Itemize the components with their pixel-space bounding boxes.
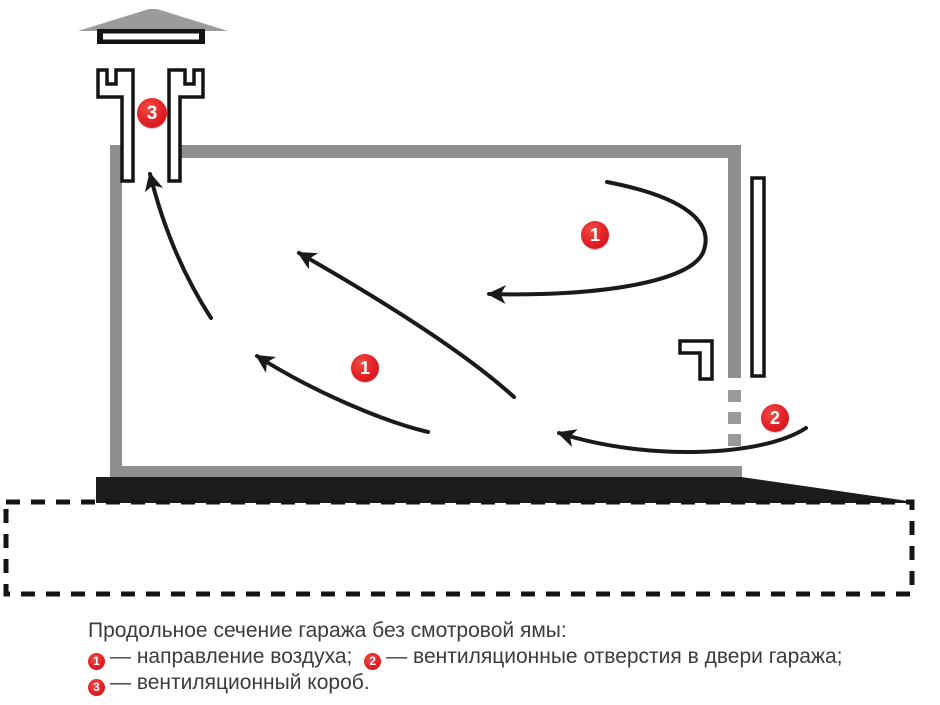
legend-chip-1: 1 xyxy=(88,652,105,670)
legend-text-air-flow: — направление воздуха; xyxy=(110,645,353,668)
airflow-arrow-to-duct xyxy=(144,171,213,320)
legend-text-vent-duct: — вентиляционный короб. xyxy=(110,671,370,694)
airflow-arrow-curl xyxy=(486,180,708,304)
legend-text-door-vents: — вентиляционные отверстия в двери гараж… xyxy=(386,645,843,668)
marker-air-flow: 1 xyxy=(351,354,379,382)
door-vent-hole xyxy=(728,434,741,446)
legend: Продольное сечение гаража без смотровой … xyxy=(88,618,940,696)
marker-air-flow: 1 xyxy=(581,221,609,249)
door-vent-flap xyxy=(678,339,714,381)
legend-title: Продольное сечение гаража без смотровой … xyxy=(88,619,567,642)
airflow-arrow-inlet xyxy=(557,426,808,454)
airflow-arrow-diagonal xyxy=(297,251,516,399)
legend-chip-3: 3 xyxy=(88,678,105,696)
legend-line-2: 3 — вентиляционный короб. xyxy=(88,670,940,696)
garage-ceiling xyxy=(178,145,741,158)
garage-right-wall xyxy=(728,145,741,378)
chimney-cap-slot xyxy=(103,33,199,40)
garage-floor xyxy=(122,466,742,478)
foundation-slab xyxy=(96,477,908,503)
marker-vent-duct: 3 xyxy=(137,98,167,128)
foundation-dashed-outline xyxy=(3,499,915,597)
garage-door-panel xyxy=(750,176,766,378)
legend-chip-2: 2 xyxy=(364,652,382,670)
chimney-cap-roof xyxy=(78,9,228,31)
diagram-canvas xyxy=(3,9,915,597)
vent-duct-right-wall xyxy=(167,68,205,183)
marker-door-vents: 2 xyxy=(761,404,789,432)
door-vent-hole xyxy=(728,390,741,402)
vent-duct-left-wall xyxy=(96,68,135,183)
legend-line-1: 1 — направление воздуха; 2— вентиляционны… xyxy=(88,644,940,670)
door-vent-hole xyxy=(728,412,741,424)
garage-left-wall xyxy=(110,145,122,478)
airflow-arrow-lower xyxy=(255,354,430,434)
